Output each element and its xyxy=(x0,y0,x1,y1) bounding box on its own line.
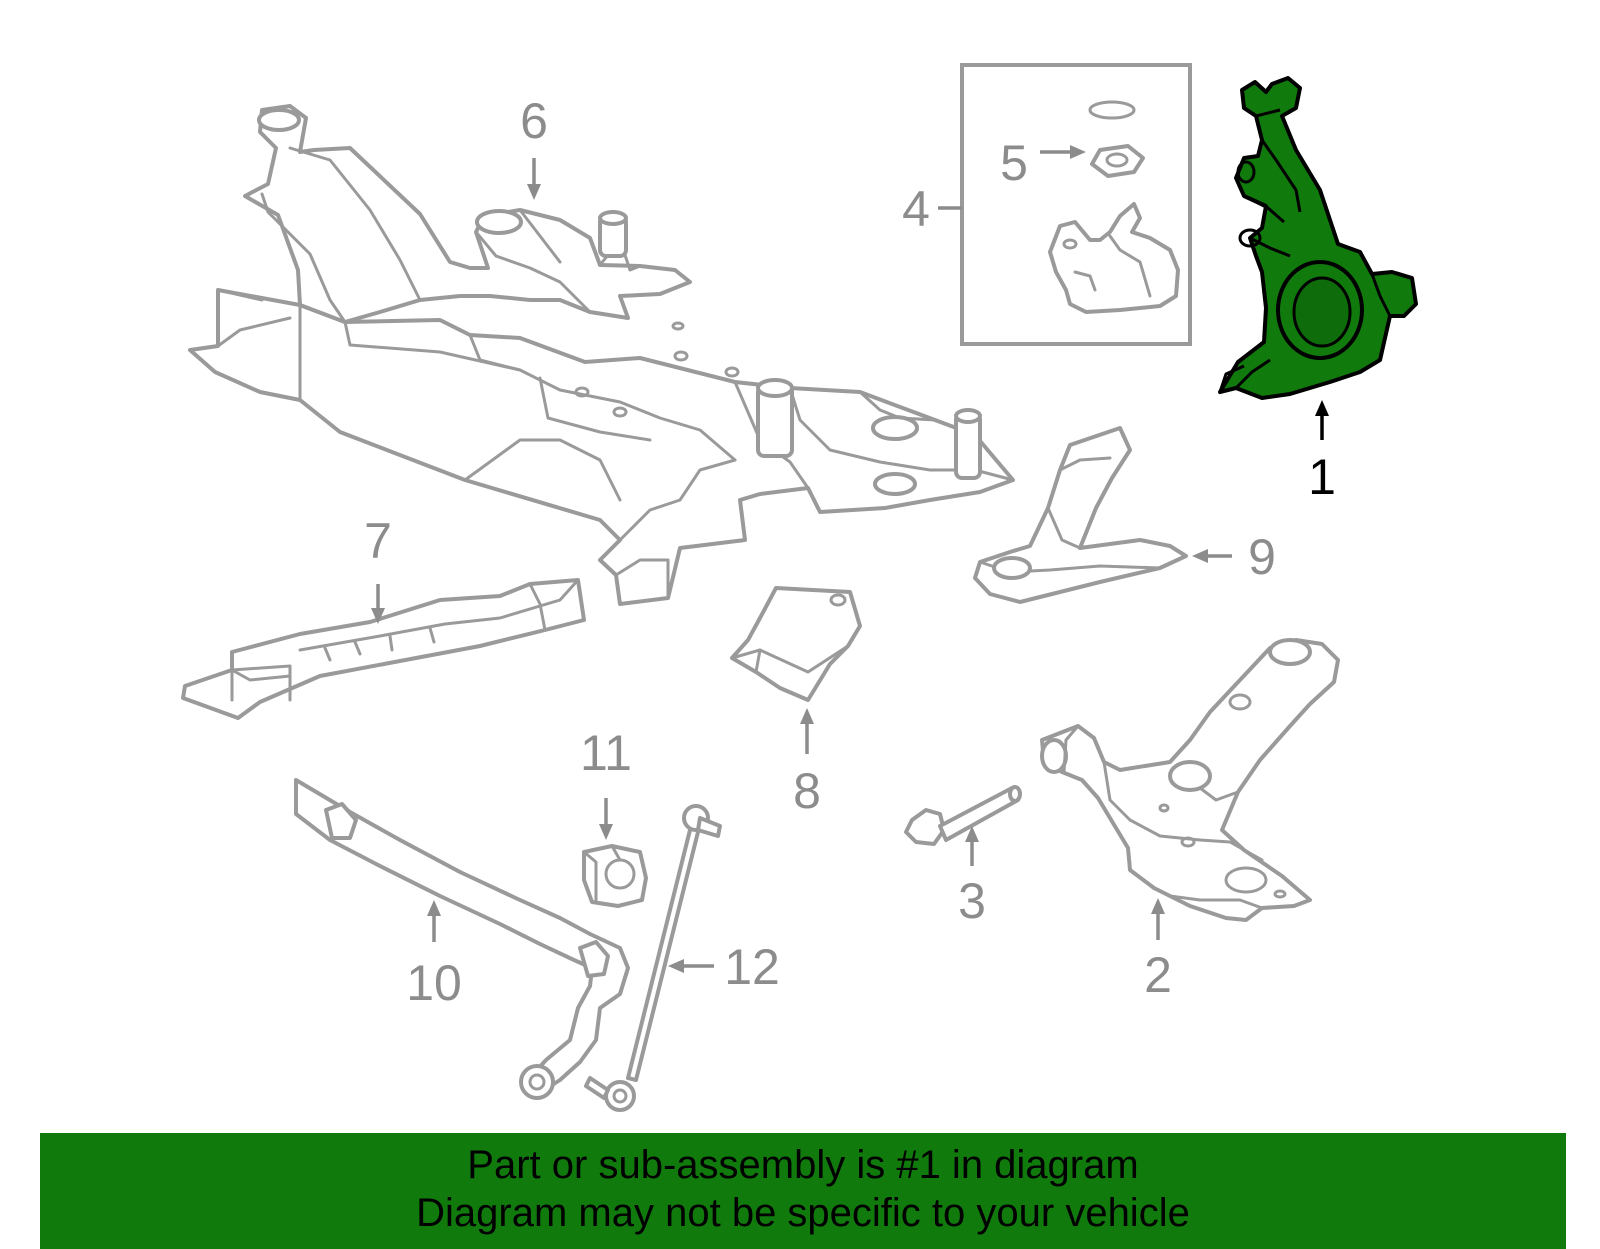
part-7-reinforcement[interactable] xyxy=(181,578,586,720)
callout-labels: 1 2 3 4 5 6 7 8 9 10 11 12 xyxy=(364,93,1336,1011)
part-10-stabilizer-bar[interactable] xyxy=(294,778,630,1100)
callout-1: 1 xyxy=(1308,449,1336,505)
callout-12: 12 xyxy=(724,939,780,995)
part-8-bracket[interactable] xyxy=(730,586,862,702)
part-4-ball-joint-box[interactable] xyxy=(960,63,1192,346)
callout-10: 10 xyxy=(406,955,462,1011)
callout-3: 3 xyxy=(958,873,986,929)
part-6-crossmember[interactable] xyxy=(188,104,1015,606)
part-5-nut[interactable] xyxy=(1090,144,1145,178)
callout-2: 2 xyxy=(1144,947,1172,1003)
callout-4: 4 xyxy=(902,181,930,237)
part-11-bushing[interactable] xyxy=(582,844,648,908)
part-1-steering-knuckle[interactable] xyxy=(1218,76,1418,400)
part-12-link[interactable] xyxy=(584,804,722,1112)
part-3-bolt[interactable] xyxy=(904,785,1022,846)
info-banner: Part or sub-assembly is #1 in diagram Di… xyxy=(40,1133,1566,1249)
callout-8: 8 xyxy=(793,763,821,819)
part-2-control-arm[interactable] xyxy=(1040,638,1340,922)
leader-arrows xyxy=(371,145,1329,973)
part-9-arm[interactable] xyxy=(973,426,1188,604)
callout-9: 9 xyxy=(1248,529,1276,585)
callout-7: 7 xyxy=(364,513,392,569)
callout-11: 11 xyxy=(580,725,632,781)
callout-6: 6 xyxy=(520,93,548,149)
banner-line-2: Diagram may not be specific to your vehi… xyxy=(416,1191,1190,1235)
banner-line-1: Part or sub-assembly is #1 in diagram xyxy=(467,1143,1139,1187)
parts-diagram: 1 2 3 4 5 6 7 8 9 10 11 12 xyxy=(181,63,1418,1112)
callout-5: 5 xyxy=(1000,135,1028,191)
